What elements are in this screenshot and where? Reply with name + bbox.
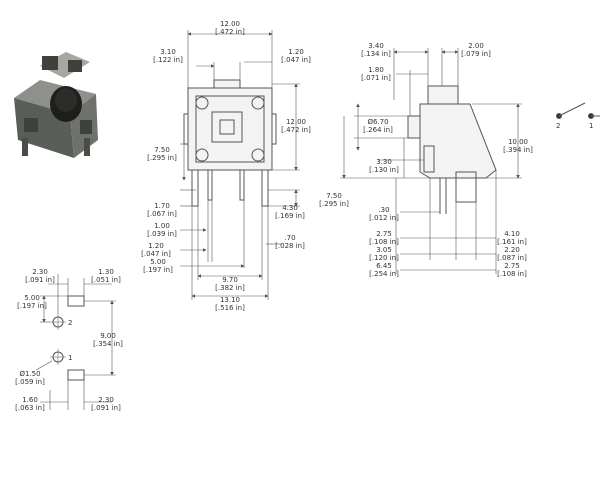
dim-bottom-970: 9.70[.382 in] (215, 276, 245, 292)
dim-pin-070: .70[.028 in] (275, 234, 305, 250)
schematic (556, 102, 600, 119)
dim-side-275a: 2.75[.108 in] (369, 230, 399, 246)
dim-fp-230a: 2.30[.091 in] (25, 268, 55, 284)
dim-fp-230b: 2.30[.091 in] (91, 396, 121, 412)
front-body (187, 87, 273, 171)
dim-side-220: 2.20[.087 in] (497, 246, 527, 262)
dim-right-height: 12.00[.472 in] (281, 118, 311, 134)
dim-side-330: 3.30[.130 in] (369, 158, 399, 174)
dim-fp-900: 9.00[.354 in] (93, 332, 123, 348)
pin-right (261, 169, 269, 207)
dim-pin-500: 5.00[.197 in] (143, 258, 173, 274)
dim-side-200: 2.00[.079 in] (461, 42, 491, 58)
dim-fp-150: Ø1.50[.059 in] (15, 370, 45, 386)
side-actuator (407, 115, 421, 139)
dim-side-750: 7.50[.295 in] (319, 192, 349, 208)
dim-pin-120: 1.20[.047 in] (141, 242, 171, 258)
pad-top (67, 295, 85, 307)
dim-fp-160: 1.60[.063 in] (15, 396, 45, 412)
actuator (211, 111, 243, 143)
dim-left-170: 1.70[.067 in] (147, 202, 177, 218)
pad-bottom (67, 369, 85, 381)
switch-photo (14, 52, 98, 158)
mount-hole-tl (195, 96, 209, 110)
dim-side-1000: 10.00[.394 in] (503, 138, 533, 154)
dim-fp-500: 5.00[.197 in] (17, 294, 47, 310)
mount-hole-br (251, 148, 265, 162)
dim-top-310: 3.10[.122 in] (153, 48, 183, 64)
fp-pin1-label: 1 (68, 354, 72, 362)
fp-pin2-label: 2 (68, 319, 72, 327)
dim-top-120: 1.20[.047 in] (281, 48, 311, 64)
dim-side-410: 4.10[.161 in] (497, 230, 527, 246)
side-view (407, 85, 497, 214)
side-body (419, 103, 497, 179)
dim-side-180: 1.80[.071 in] (361, 66, 391, 82)
pin-labels: 2 1 2 1 (68, 122, 593, 362)
dim-side-275b: 2.75[.108 in] (497, 262, 527, 278)
dim-left-750: 7.50[.295 in] (147, 146, 177, 162)
dim-side-030: .30[.012 in] (369, 206, 399, 222)
dim-top-width: 12.00[.472 in] (215, 20, 245, 36)
dim-bottom-1310: 13.10[.516 in] (215, 296, 245, 312)
dim-fp-130: 1.30[.051 in] (91, 268, 121, 284)
dim-pin-100: 1.00[.039 in] (147, 222, 177, 238)
pin-left (191, 169, 199, 207)
dim-side-305: 3.05[.120 in] (369, 246, 399, 262)
dim-right-430: 4.30[.169 in] (275, 204, 305, 220)
mount-hole-bl (195, 148, 209, 162)
dim-side-670: Ø6.70[.264 in] (363, 118, 393, 134)
dim-side-645: 6.45[.254 in] (369, 262, 399, 278)
mount-hole-tr (251, 96, 265, 110)
front-view (183, 79, 277, 207)
sch-pin1-label: 1 (589, 122, 593, 130)
footprint (50, 295, 85, 381)
dim-side-340: 3.40[.134 in] (361, 42, 391, 58)
dimension-labels: 12.00[.472 in] 3.10[.122 in] 1.20[.047 i… (15, 20, 533, 412)
sch-pin2-label: 2 (556, 122, 560, 130)
